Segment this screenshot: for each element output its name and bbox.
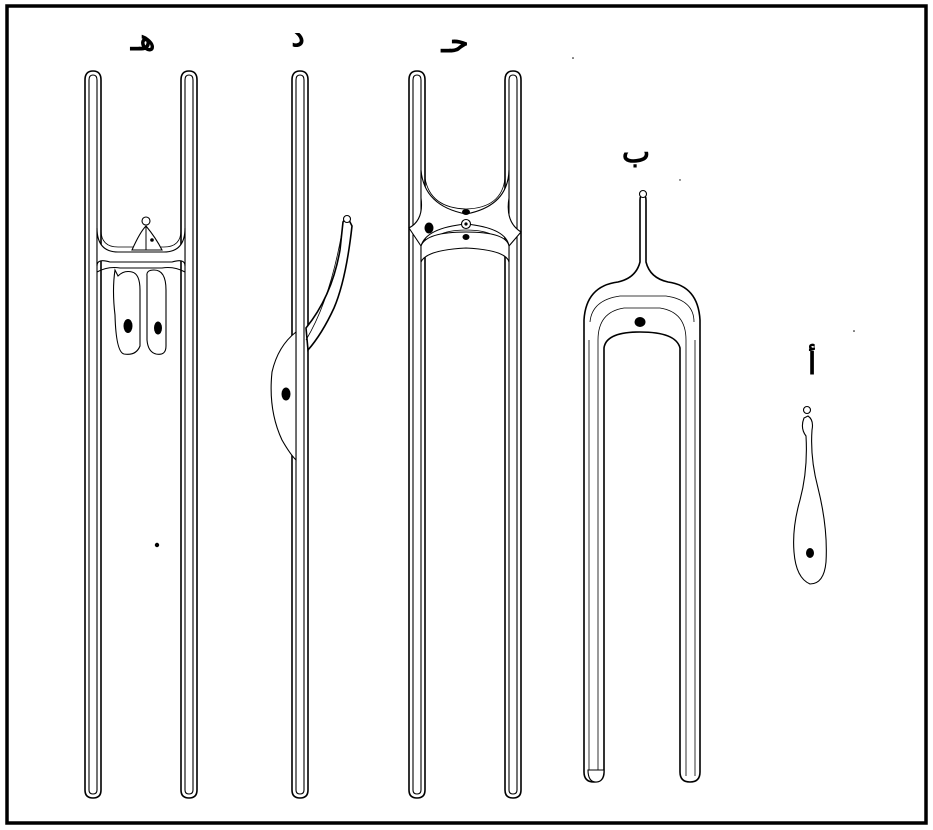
stage-alif-drawing (793, 405, 827, 585)
stage-dal-drawing (270, 70, 353, 799)
label-stage-ha: حـ (440, 25, 468, 60)
label-stage-he: هـ (130, 23, 156, 58)
stage-ha-drawing (408, 70, 522, 799)
stage-ba-drawing (583, 189, 701, 783)
frame-border (5, 4, 928, 825)
stage-he-drawing (84, 70, 198, 799)
label-stage-ba: ب (622, 135, 650, 170)
label-stage-dal: د (291, 19, 304, 54)
label-stage-alif: أ (808, 343, 816, 382)
